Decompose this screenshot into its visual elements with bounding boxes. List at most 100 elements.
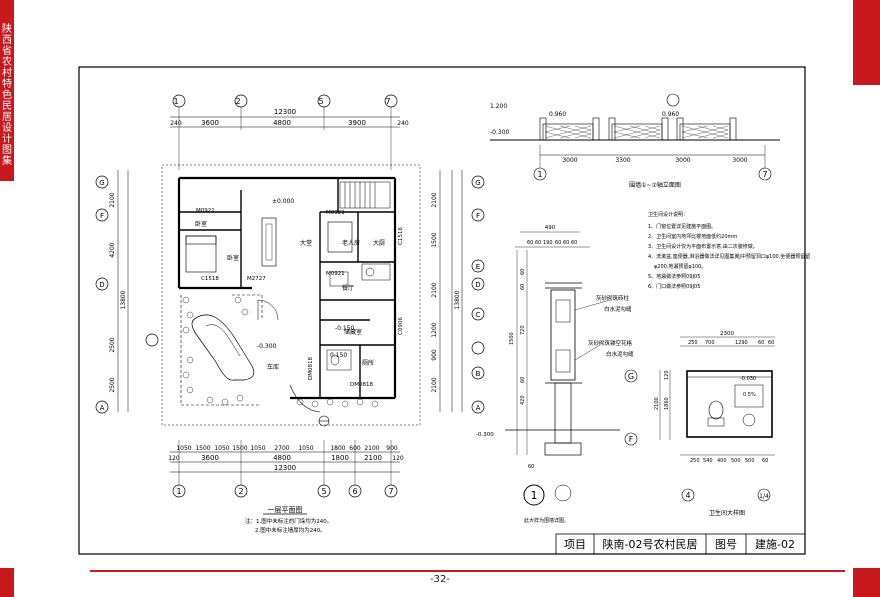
corner-band-right-bottom	[853, 568, 880, 597]
wall-detail-labels: 490 60 60 190 60 60 60 60 60 720 1500 42…	[476, 225, 634, 524]
bd-top-0: 2300	[720, 331, 734, 337]
notes-item-3: 3、卫生间设计仅为平面布置示意,由二次装修做。	[648, 243, 758, 250]
bd-bot-1: 540	[703, 458, 713, 464]
axis-right-e: E	[476, 263, 480, 271]
axis-bot-6: 6	[352, 487, 357, 496]
bd-side-0: 2100	[654, 397, 660, 410]
footer-rule	[90, 570, 845, 572]
axis-left-g: G	[99, 179, 104, 187]
wd-side-0: 60	[520, 269, 526, 275]
axis-top-1: 1	[173, 97, 178, 106]
level-3: 0.150	[330, 352, 347, 359]
dim-right-1: 1500	[431, 232, 438, 247]
axis-right-c: C	[476, 311, 481, 319]
wd-side-3: 1500	[509, 332, 515, 345]
bd-bot-2: 400	[717, 458, 727, 464]
bd-bot-5: 60	[762, 458, 768, 464]
dim-right-6: 2100	[431, 377, 438, 392]
dim-right-3: 13800	[454, 290, 461, 309]
axis-right-d: D	[475, 281, 480, 289]
wd-top-6: 60	[571, 240, 577, 246]
dim-b2-0: 120	[168, 455, 180, 462]
page-number: -32-	[430, 574, 450, 585]
level-0: ±0.000	[272, 198, 294, 205]
elev-axis-1: 1	[537, 170, 542, 179]
wd-section-no: 1	[531, 489, 538, 502]
bd-side-2: 120	[664, 370, 670, 380]
elev-dim-1: 3300	[615, 157, 630, 164]
wd-top-0: 490	[545, 225, 556, 231]
dim-b1-9: 2100	[364, 445, 379, 452]
dim-b2-4: 2100	[364, 454, 382, 462]
wd-top-5: 60	[563, 240, 569, 246]
room-kitchen: 大厨	[373, 239, 385, 247]
wd-top-4: 60	[555, 240, 561, 246]
elev-dim-0: 3000	[562, 157, 577, 164]
bd-top-3: 1290	[735, 340, 748, 346]
dim-right-2: 2100	[431, 282, 438, 297]
axis-top-7: 7	[385, 97, 390, 106]
wall-detail	[505, 231, 620, 506]
dim-bottom-overall: 12300	[274, 464, 296, 472]
tag-c0906: C0906	[398, 317, 404, 335]
dim-b1-0: 1050	[176, 445, 191, 452]
drawing-frame	[78, 66, 806, 555]
elev-caption: 围墙①~⑦轴立面图	[629, 181, 681, 189]
elevation-labels: 1.200 0.960 -0.300 0.960 3000 3300 3000 …	[490, 103, 768, 189]
axis-right-f: F	[476, 212, 480, 220]
tag-m0921-b: M0921	[326, 210, 345, 216]
tag-m2727: M2727	[247, 276, 266, 282]
bd-bot-4: 500	[745, 458, 755, 464]
bd-axis-1-4: 1/4	[759, 493, 769, 500]
bath-detail	[624, 336, 775, 502]
elev-level-0: 1.200	[490, 103, 507, 110]
elev-level-1: 0.960	[549, 111, 566, 118]
bd-top-2: 700	[705, 340, 715, 346]
tag-dm0818-b: DM0818	[350, 382, 373, 388]
dim-top-0: 240	[170, 120, 182, 127]
tb-label-drawing-no: 图号	[715, 538, 737, 551]
bd-top-1: 250	[688, 340, 698, 346]
wd-label-0: 灰砂砌筑砖柱	[596, 294, 630, 302]
sidebar-title: 陕西省农村特色民居设计图集	[2, 24, 12, 167]
bd-axis-f: F	[629, 435, 634, 444]
plan-note-1: 注：1.图中未标注的门垛均为240。	[245, 517, 332, 525]
bd-axis-4: 4	[685, 491, 690, 500]
floor-plan	[95, 94, 485, 498]
level-2: -0.150	[335, 325, 355, 332]
bath-detail-labels: 2300 250 700 1290 60 60 250 540 400 500 …	[628, 331, 774, 517]
room-bedroom-2: 卧室	[195, 220, 207, 228]
room-toilet: 厕所	[362, 359, 374, 367]
bd-side-1: 1860	[664, 397, 670, 410]
sidebar-band: 陕西省农村特色民居设计图集	[0, 0, 14, 181]
room-dining: 餐厅	[342, 284, 354, 292]
dim-b2-3: 1800	[331, 454, 349, 462]
axis-top-2: 2	[235, 97, 240, 106]
wd-label-2: 灰砂砌筑镂空花格	[588, 339, 633, 347]
axis-left-a: A	[100, 404, 105, 412]
tag-dm0818-a: DM0818	[308, 357, 314, 380]
dim-b2-2: 4800	[273, 454, 291, 462]
fence-elevation	[490, 93, 780, 181]
corner-band-right-top	[853, 0, 880, 85]
room-hall: 大堂	[300, 239, 312, 247]
axis-top-5: 5	[318, 97, 323, 106]
dim-b1-7: 1800	[330, 445, 345, 452]
wd-level: -0.300	[476, 432, 494, 438]
wd-side-6: 60	[528, 464, 534, 470]
dim-top-overall: 12300	[274, 108, 296, 116]
elev-dim-3: 3000	[732, 157, 747, 164]
dim-left-1: 4200	[109, 242, 116, 257]
tag-m0921-c: M0921	[326, 271, 345, 277]
title-block	[555, 533, 806, 555]
dim-right-0: 2100	[431, 192, 438, 207]
bath-notes: 卫生间设计说明： 1、门窗位置详见建施平面图。 2、卫生间室内地坪比楼地面低约2…	[648, 211, 810, 290]
level-1: -0.300	[257, 343, 277, 350]
axis-left-f: F	[100, 212, 104, 220]
dim-right-5: 900	[431, 349, 438, 361]
room-storage: 储藏室	[344, 328, 362, 336]
tb-project-name: 陕南-02号农村民居	[603, 537, 698, 551]
dim-b2-1: 3600	[201, 454, 219, 462]
notes-item-6: 5、地漏做法参照09J05	[648, 273, 700, 280]
